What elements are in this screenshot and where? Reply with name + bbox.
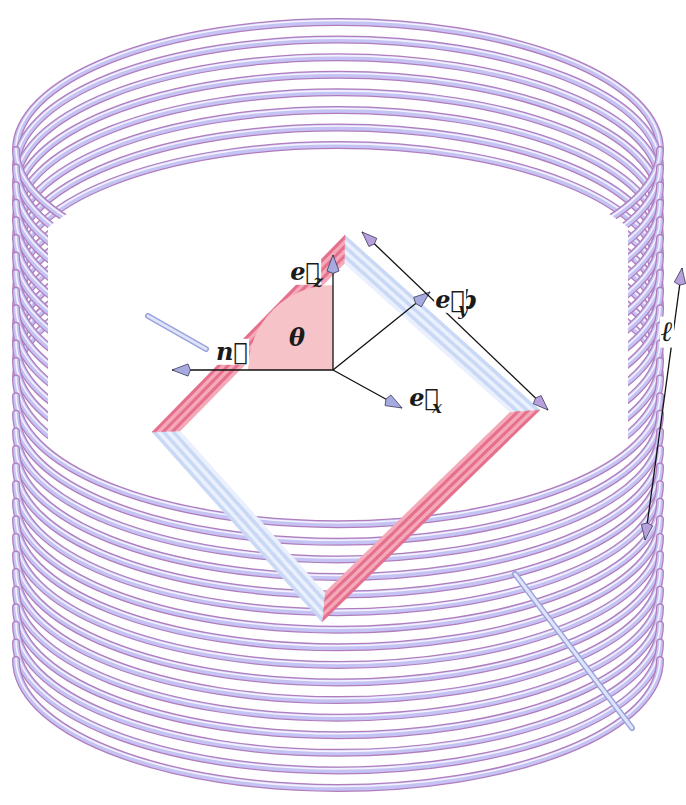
arrow-head	[385, 395, 402, 408]
lead-wire	[515, 574, 632, 728]
loop-stripe	[176, 259, 345, 431]
vector-line	[333, 292, 430, 370]
coil-interior	[48, 155, 628, 514]
arrow-head	[172, 364, 190, 376]
dimension-arrows	[362, 232, 686, 540]
loop-stripe	[344, 254, 520, 412]
lead-wire	[148, 316, 206, 349]
loop-stripe	[345, 240, 535, 411]
arrow-head	[362, 232, 377, 246]
arrow-head	[674, 268, 685, 285]
wire-highlight	[16, 659, 660, 787]
symbol-label: x	[431, 399, 443, 417]
symbol-label: y	[457, 301, 468, 319]
loop-stripe	[324, 412, 515, 598]
symbol-label: ℓ	[660, 317, 674, 348]
loop-stripe	[171, 431, 324, 602]
angle-sector	[248, 285, 333, 370]
loop-stripe	[345, 235, 540, 410]
loop-stripe	[322, 410, 535, 617]
loop-stripe	[322, 410, 540, 622]
loop-stripe	[166, 431, 324, 607]
loop-stripe	[344, 259, 515, 413]
wire-shadow	[16, 660, 660, 788]
loop-stripe	[161, 245, 344, 432]
loop-stripe	[323, 411, 530, 612]
lead-wire-highlight	[148, 316, 206, 349]
loop-stripe	[152, 432, 322, 622]
symbol-label: z	[312, 273, 323, 291]
dimension-line	[645, 268, 682, 540]
arrow-head	[327, 255, 339, 273]
arrow-head	[533, 396, 548, 410]
vector-line	[333, 370, 402, 408]
loop-stripe	[324, 412, 520, 603]
loop-stripe	[157, 432, 323, 617]
coil-front-turns	[16, 149, 660, 789]
loop-stripe	[176, 431, 325, 597]
loop-stripe	[171, 254, 345, 431]
loop-stripe	[345, 245, 530, 412]
loop-stripe	[345, 249, 526, 411]
arrow-head	[641, 523, 652, 540]
loop-stripe	[323, 411, 525, 607]
loop-stripe	[152, 235, 345, 432]
vector-line	[172, 369, 333, 370]
axis-vectors	[172, 255, 430, 408]
loop-stripe	[166, 249, 345, 431]
symbol-label: n⃗	[215, 339, 249, 365]
square-loop	[152, 235, 540, 622]
lead-wire-highlight	[515, 574, 632, 728]
loop-stripe	[157, 240, 345, 432]
loop-stripe	[161, 431, 323, 612]
wire-body	[16, 660, 660, 788]
symbol-label: θ	[288, 325, 306, 351]
dimension-line	[362, 232, 548, 410]
